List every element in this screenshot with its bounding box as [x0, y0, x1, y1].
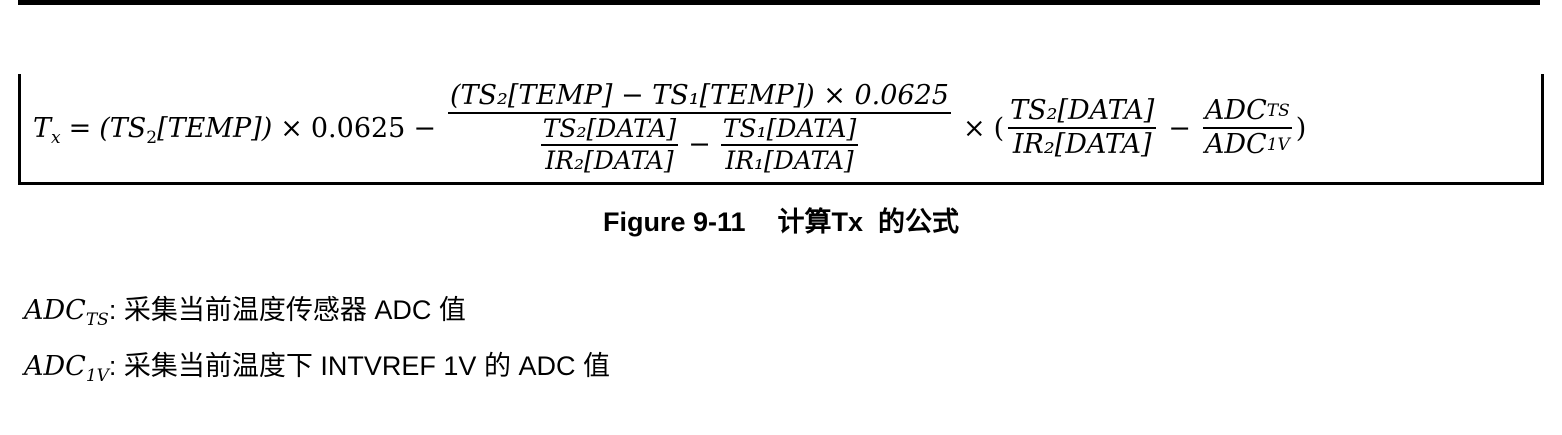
close-paren: ): [1295, 112, 1307, 144]
figure-number: Figure 9-11: [602, 207, 746, 237]
minus-sign: −: [413, 112, 436, 144]
slope-denominator: TS₂[DATA] IR₂[DATA] − TS₁[DATA] IR₁[DATA…: [537, 114, 863, 176]
formula-lhs: Tx: [33, 112, 61, 148]
times-sign: ×: [280, 112, 303, 144]
ratio1-denominator: IR₁[DATA]: [725, 146, 854, 176]
open-paren: (: [993, 112, 1005, 144]
slope-numerator: (TS₂[TEMP] − TS₁[TEMP]) × 0.0625: [447, 80, 951, 115]
definition-text: : 采集当前温度传感器 ADC 值: [108, 295, 466, 325]
definition-adc-1v: ADC1V: 采集当前温度下 INTVREF 1V 的 ADC 值: [24, 344, 610, 386]
ts-ir-fraction: TS₂[DATA] IR₂[DATA]: [1008, 95, 1157, 162]
ts-ir-denominator: IR₂[DATA]: [1012, 129, 1152, 160]
times-sign-2: ×: [962, 112, 986, 144]
ratio1-numerator: TS₁[DATA]: [720, 114, 859, 147]
definition-text: : 采集当前温度下 INTVREF 1V 的 ADC 值: [108, 351, 610, 381]
tx-formula: Tx = (TS2[TEMP]) × 0.0625 − (TS₂[TEMP] −…: [33, 74, 1306, 182]
ratio2-numerator: TS₂[DATA]: [540, 114, 679, 147]
formula-box: Tx = (TS2[TEMP]) × 0.0625 − (TS₂[TEMP] −…: [18, 74, 1544, 185]
ratio2-denominator: IR₂[DATA]: [545, 146, 674, 176]
minus-sign-2: −: [1168, 112, 1191, 144]
formula-coef: 0.0625: [310, 112, 406, 144]
ratio1-fraction: TS₁[DATA] IR₁[DATA]: [720, 114, 859, 176]
denominator-minus-sign: −: [688, 128, 711, 160]
top-rule: [18, 0, 1540, 5]
figure-caption: Figure 9-11 计算Tx 的公式: [0, 200, 1562, 239]
slope-fraction: (TS₂[TEMP] − TS₁[TEMP]) × 0.0625 TS₂[DAT…: [447, 80, 951, 176]
figure-title: 计算Tx 的公式: [777, 207, 960, 237]
equals-sign: =: [68, 112, 92, 144]
ts-ir-numerator: TS₂[DATA]: [1008, 95, 1157, 129]
definition-symbol: ADC1V: [24, 351, 109, 386]
formula-term1: (TS2[TEMP]): [99, 112, 273, 148]
definition-adc-ts: ADCTS: 采集当前温度传感器 ADC 值: [24, 288, 466, 330]
ratio2-fraction: TS₂[DATA] IR₂[DATA]: [540, 114, 679, 176]
definition-symbol: ADCTS: [24, 295, 109, 330]
